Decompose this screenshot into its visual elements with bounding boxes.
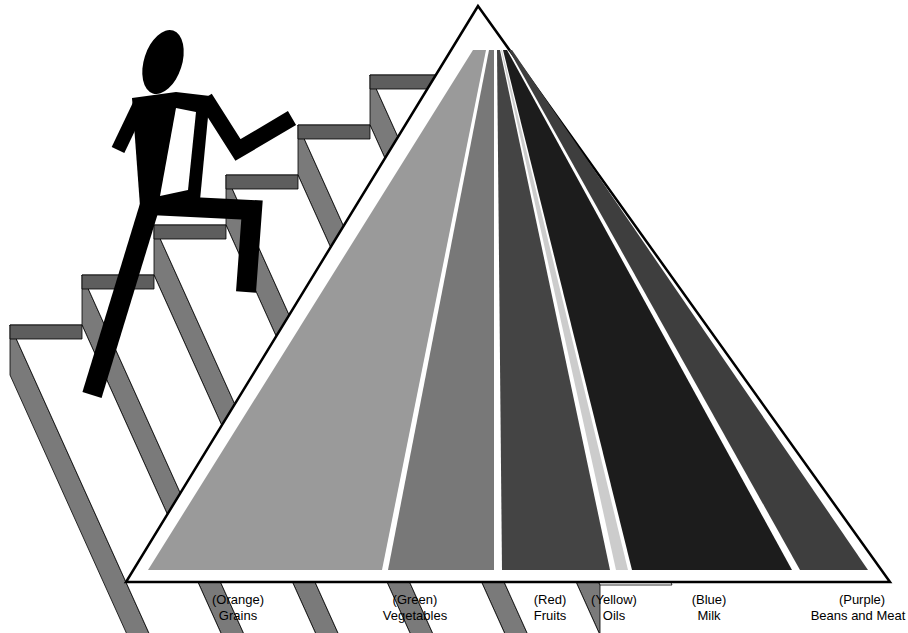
stair-end	[298, 125, 370, 139]
figure-torso-highlight	[160, 108, 196, 196]
figure-arm	[118, 104, 140, 150]
stair-end	[226, 175, 298, 189]
figure-head	[135, 25, 192, 100]
pyramid-outline	[126, 6, 890, 582]
food-group-label: Grains	[219, 608, 257, 624]
color-label: (Blue)	[692, 592, 727, 608]
color-label: (Purple)	[839, 592, 885, 608]
milk-band	[503, 50, 792, 570]
figure-leg	[150, 205, 252, 292]
color-label: (Yellow)	[591, 592, 637, 608]
food-group-label: Oils	[603, 608, 625, 624]
color-label: (Green)	[393, 592, 438, 608]
stair-end	[10, 325, 82, 339]
food-group-label: Milk	[697, 608, 720, 624]
vegetables-band	[388, 50, 494, 570]
climbing-figure	[92, 25, 292, 395]
figure-leg	[92, 205, 150, 395]
color-label: (Orange)	[212, 592, 264, 608]
figure-arm	[205, 98, 292, 150]
color-label: (Red)	[534, 592, 567, 608]
food-group-label: Fruits	[534, 608, 567, 624]
food-group-label: Beans and Meat	[811, 608, 906, 624]
stair-end	[154, 225, 226, 239]
beans-meat-band	[509, 50, 868, 570]
food-group-label: Vegetables	[383, 608, 447, 624]
